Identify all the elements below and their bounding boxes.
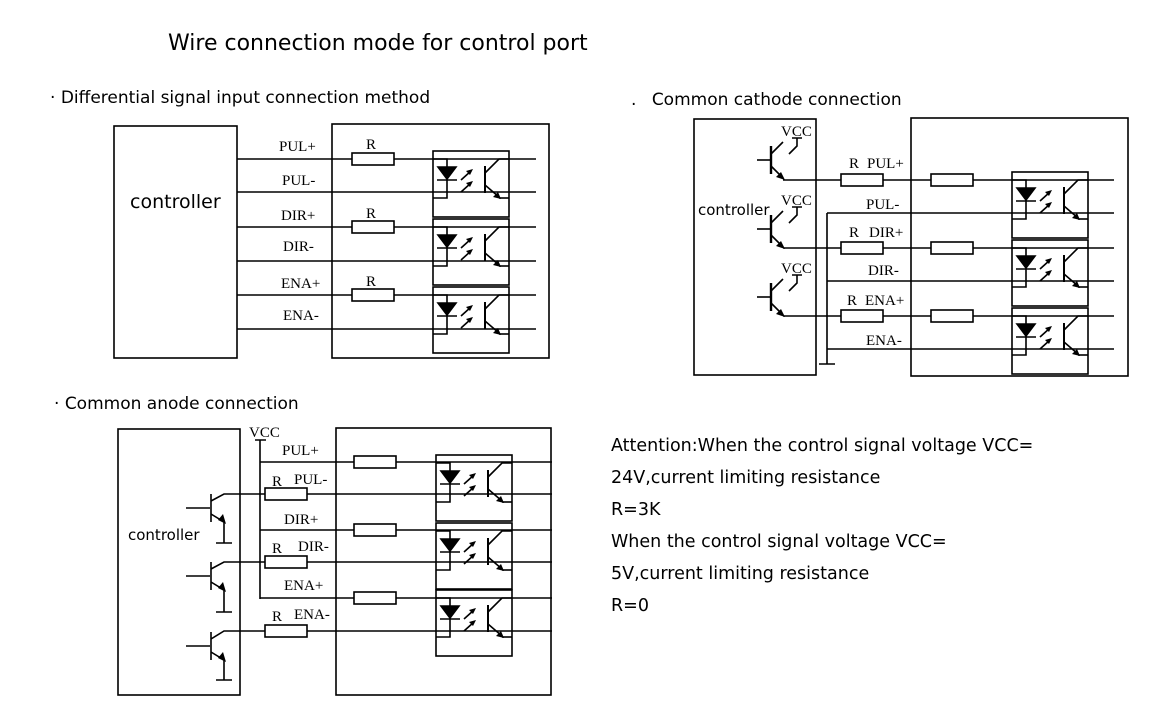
common-cathode-diagram: controller VCC VCC VCC R PUL+ PUL- R DIR… [693,117,1129,377]
driver-box [910,117,1129,377]
signal-label: DIR- [868,263,899,279]
controller-label: controller [130,191,221,213]
controller-label: controller [698,201,770,219]
signal-label: DIR+ [281,208,315,224]
bullet: · [50,88,56,108]
page-title: Wire connection mode for control port [168,31,588,56]
attention-note: Attention:When the control signal voltag… [611,430,1033,622]
vcc-label: VCC [249,425,280,441]
optocoupler [435,589,513,657]
heading-text: Common anode connection [64,394,299,414]
resistor [930,241,974,255]
signal-label: PUL+ [282,443,319,459]
signal-label: DIR+ [869,225,903,241]
resistor-label: R [272,541,282,557]
wires [237,158,536,330]
resistor [840,309,884,323]
optocoupler [1011,171,1089,239]
note-line: Attention:When the control signal voltag… [611,436,1034,456]
optocoupler [1011,307,1089,375]
controller-box [113,125,238,359]
resistor-label: R [366,137,376,153]
resistor-label: R [366,274,376,290]
signal-label: PUL- [282,173,315,189]
resistor [353,455,397,469]
vcc-label: VCC [781,261,812,277]
signal-label: ENA+ [284,578,323,594]
resistor [930,173,974,187]
controller-box [693,118,817,376]
section-anode-heading: · Common anode connection [54,394,299,414]
resistor-label: R [272,474,282,490]
optocoupler [1011,239,1089,307]
note-line: R=0 [611,596,649,616]
resistor [351,288,395,302]
resistor-label: R [272,609,282,625]
resistor [351,152,395,166]
resistor [351,220,395,234]
optocoupler [432,150,510,218]
section-cathode-heading: . Common cathode connection [631,90,902,110]
wires [186,439,552,681]
resistor [353,591,397,605]
resistor-label: R [847,293,857,309]
section-differential-heading: · Differential signal input connection m… [50,88,430,108]
bullet: . [631,90,637,110]
resistor-label: R [849,156,859,172]
note-line: R=3K [611,500,661,520]
note-line: 24V,current limiting resistance [611,468,881,488]
resistor [353,523,397,537]
signal-label: PUL+ [279,139,316,155]
signal-label: ENA- [294,607,330,623]
optocoupler [432,218,510,286]
signal-label: PUL- [866,197,899,213]
heading-text: Differential signal input connection met… [60,88,431,108]
common-anode-diagram: controller VCC PUL+ R PUL- DIR+ R DIR- E… [117,425,552,696]
transistor [755,277,787,319]
heading-text: Common cathode connection [651,90,902,110]
resistor [840,241,884,255]
signal-label: ENA+ [865,293,904,309]
optocoupler [435,454,513,522]
signal-label: DIR- [298,539,329,555]
differential-diagram: controller PUL+ PUL- DIR+ DIR- ENA+ ENA-… [113,123,550,359]
resistor [264,624,308,638]
driver-box [331,123,550,359]
optocoupler [432,286,510,354]
signal-label: ENA+ [281,276,320,292]
signal-label: ENA- [283,308,319,324]
note-line: When the control signal voltage VCC= [611,532,947,552]
signal-label: ENA- [866,333,902,349]
signal-label: DIR- [283,239,314,255]
signal-label: PUL- [294,472,327,488]
resistor-label: R [366,206,376,222]
vcc-label: VCC [781,193,812,209]
transistor [755,140,787,182]
resistor-label: R [849,225,859,241]
wires [783,137,1114,365]
resistor [264,555,308,569]
signal-label: DIR+ [284,512,318,528]
resistor [930,309,974,323]
bullet: · [54,394,60,414]
resistor [840,173,884,187]
controller-label: controller [128,526,200,544]
signal-label: PUL+ [867,156,904,172]
optocoupler [435,522,513,590]
vcc-label: VCC [781,124,812,140]
note-line: 5V,current limiting resistance [611,564,870,584]
